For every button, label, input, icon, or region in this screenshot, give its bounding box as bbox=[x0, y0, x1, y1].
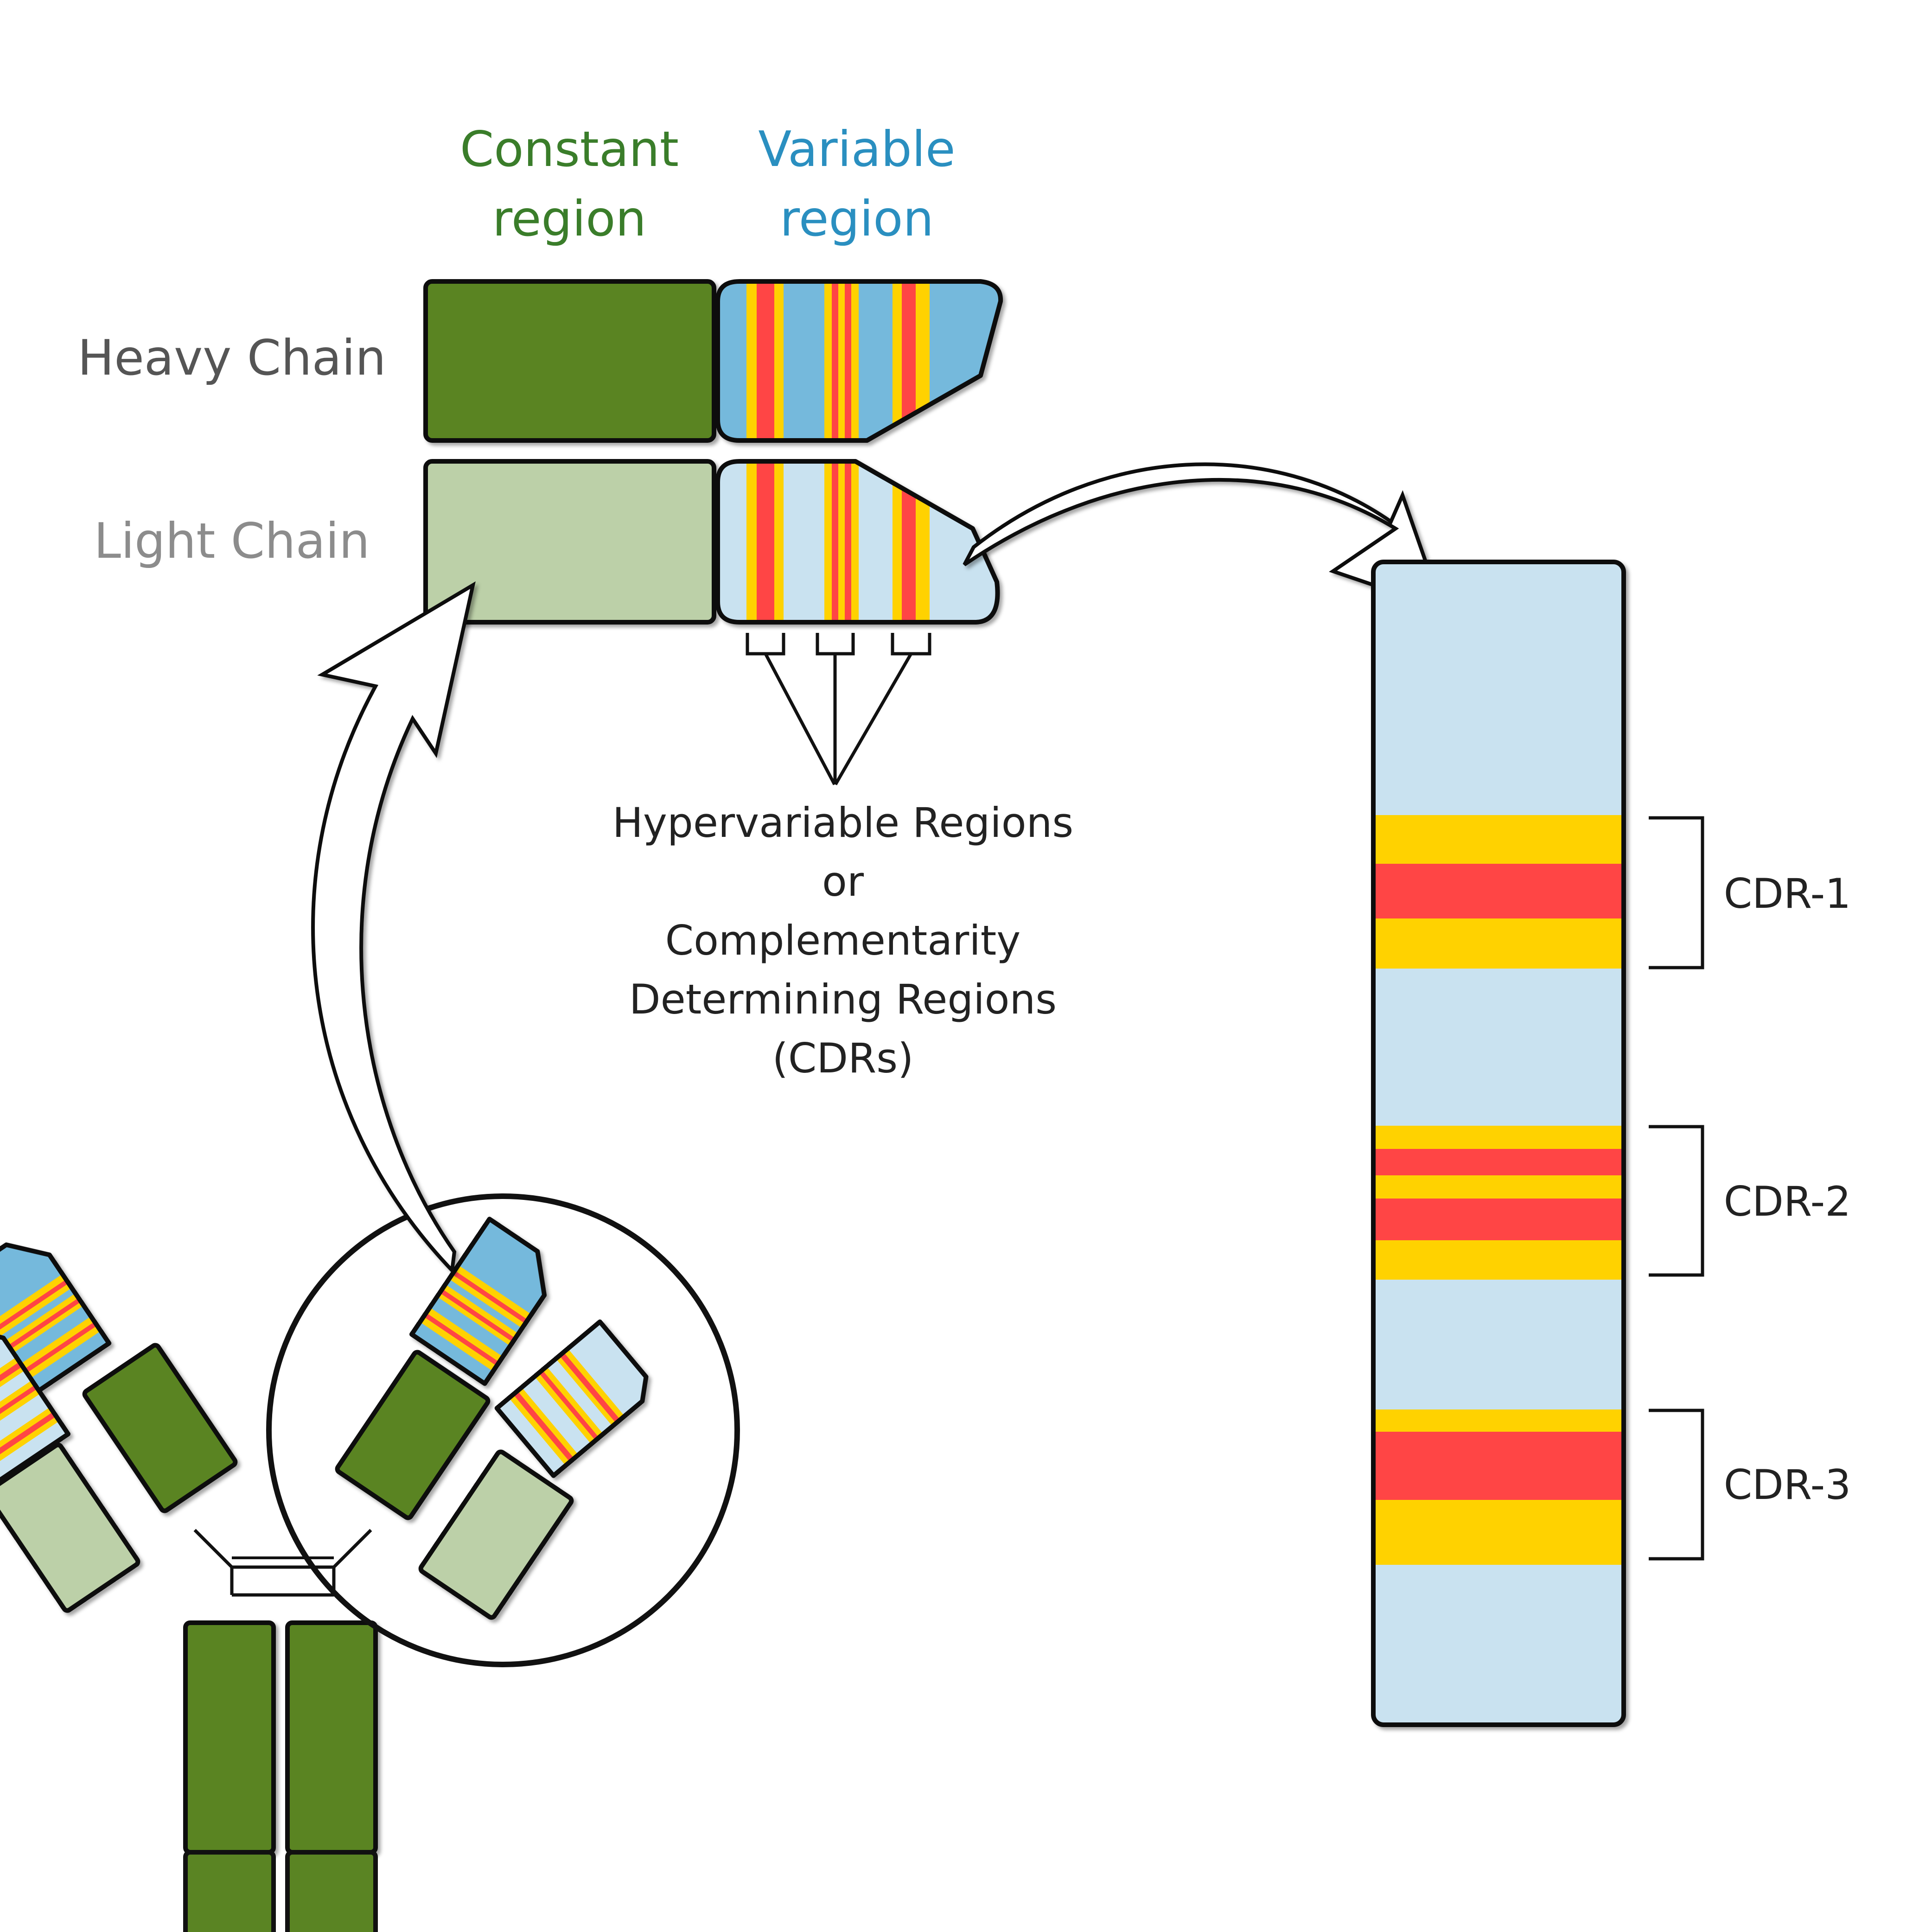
hypervariable-caption-line5: (CDRs) bbox=[772, 1034, 914, 1082]
heavy-chain-label: Heavy Chain bbox=[77, 330, 386, 386]
arrow-to-chains bbox=[311, 581, 476, 1275]
right-fab-arm bbox=[335, 1214, 662, 1620]
variable-region-label-line2: region bbox=[780, 191, 934, 247]
light-variable-region bbox=[715, 459, 1000, 625]
constant-region-label-line2: region bbox=[492, 191, 646, 247]
fc-heavy-left-upper bbox=[183, 1620, 276, 1855]
cdr1-bracket bbox=[1649, 816, 1704, 969]
cdr3-bracket bbox=[1649, 1409, 1704, 1561]
cdr-detail-bar bbox=[1371, 560, 1626, 1727]
cdr2-bracket bbox=[1649, 1125, 1704, 1277]
cdr1-label: CDR-1 bbox=[1724, 870, 1851, 918]
fc-heavy-right-lower bbox=[285, 1850, 378, 1932]
hypervariable-pointer bbox=[746, 633, 931, 785]
cdr3-label: CDR-3 bbox=[1724, 1461, 1851, 1509]
arrow-to-cdr-bar bbox=[963, 462, 1445, 612]
magnifier-circle bbox=[266, 1193, 740, 1667]
hypervariable-caption-line3: Complementarity bbox=[665, 917, 1021, 964]
fc-heavy-left-lower bbox=[183, 1850, 276, 1932]
heavy-variable-region bbox=[715, 279, 1003, 443]
constant-region-label-line1: Constant bbox=[460, 121, 679, 178]
hypervariable-caption-line4: Determining Regions bbox=[629, 976, 1057, 1023]
left-fab-arm bbox=[0, 1223, 238, 1613]
light-constant-region bbox=[423, 459, 716, 625]
fc-heavy-right-upper bbox=[285, 1620, 378, 1855]
antibody-sketch bbox=[0, 1193, 740, 1932]
hypervariable-caption-line2: or bbox=[822, 858, 864, 905]
light-chain-label: Light Chain bbox=[94, 513, 370, 569]
hypervariable-caption-line1: Hypervariable Regions bbox=[612, 799, 1074, 847]
variable-region-label-line1: Variable bbox=[758, 121, 955, 178]
cdr2-label: CDR-2 bbox=[1724, 1178, 1851, 1225]
heavy-constant-region bbox=[423, 279, 716, 443]
